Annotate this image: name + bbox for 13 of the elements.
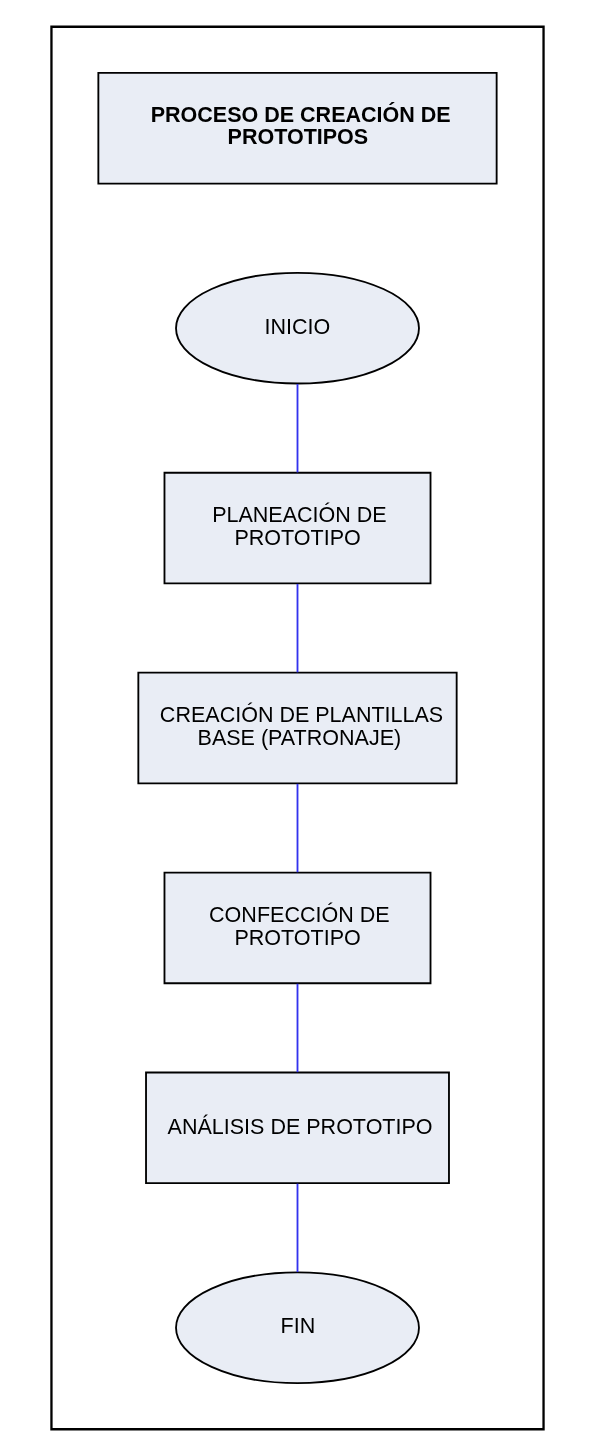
node-ellipse: FIN [174, 1271, 420, 1385]
connector [296, 383, 298, 474]
node-box: PROCESO DE CREACIÓN DE PROTOTIPOS [96, 71, 498, 185]
node-box: CREACIÓN DE PLANTILLAS BASE (PATRONAJE) [136, 671, 458, 785]
connector [296, 1182, 298, 1273]
connector [296, 782, 298, 874]
node-box: PLANEACIÓN DE PROTOTIPO [163, 471, 431, 585]
node-box: CONFECCIÓN DE PROTOTIPO [163, 871, 431, 985]
connector [296, 583, 298, 674]
node-ellipse: INICIO [174, 271, 420, 385]
connector [296, 982, 298, 1074]
cluster [49, 25, 545, 1431]
node-box: ANÁLISIS DE PROTOTIPO [144, 1071, 450, 1185]
